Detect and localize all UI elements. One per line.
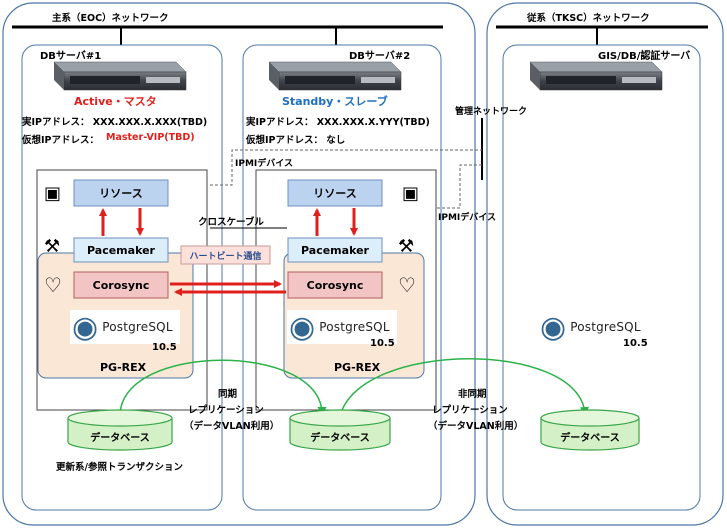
server1-pacemaker-label: Pacemaker xyxy=(87,243,155,257)
ipmi-line-left xyxy=(210,149,482,186)
server1-pg-version: 10.5 xyxy=(152,342,177,353)
heart-icon: ♡ xyxy=(398,273,416,297)
server1-corosync-box xyxy=(73,271,169,299)
server3-name: GIS/DB/認証サーバ xyxy=(598,51,691,62)
document-icon: ▣ xyxy=(44,183,62,204)
server3-pg-version: 10.5 xyxy=(623,338,648,349)
server1-corosync-label: Corosync xyxy=(92,278,150,292)
heartbeat-box xyxy=(180,245,271,265)
server1-postgresql-logo: ◉ PostgreSQL xyxy=(70,309,180,345)
sync-label-line1: 同期 xyxy=(218,389,238,400)
server2-database-label: データベース xyxy=(310,432,370,444)
server3-frame xyxy=(502,44,701,511)
wrench-icon: ⚒ xyxy=(44,236,61,257)
sub-network-label: 従系（TKSC）ネットワーク xyxy=(527,13,650,24)
async-label-line2: レプリケーション xyxy=(432,405,508,416)
server1-pgrex-label: PG-REX xyxy=(100,361,147,374)
ipmi-label-right: IPMIデバイス xyxy=(438,213,496,223)
main-network-frame xyxy=(2,2,476,526)
elephant-icon: ◉ xyxy=(72,309,99,345)
server3-rack-icon xyxy=(529,61,663,91)
server2-postgresql-logo: ◉ PostgreSQL xyxy=(287,309,397,345)
postgresql-logo-text: PostgreSQL xyxy=(570,320,641,334)
postgresql-logo-text: PostgreSQL xyxy=(319,320,390,334)
sync-label-line2: レプリケーション xyxy=(188,405,264,416)
server1-name: DBサーバ#1 xyxy=(40,51,102,62)
main-network-label: 主系（EOC）ネットワーク xyxy=(52,13,169,24)
server1-virtual-ip-value: Master-VIP(TBD) xyxy=(106,132,195,143)
management-network-label: 管理ネットワーク xyxy=(455,107,528,117)
server2-resource-label: リソース xyxy=(313,187,357,200)
async-replication-curve xyxy=(339,358,589,417)
server2-pacemaker-box xyxy=(287,237,383,263)
server3-postgresql-logo: ◉ PostgreSQL xyxy=(538,309,648,345)
server2-corosync-box xyxy=(287,271,383,299)
server1-real-ip: 実IPアドレス： XXX.XXX.X.XXX(TBD) xyxy=(22,117,208,128)
server2-pgrex-label: PG-REX xyxy=(334,361,381,374)
sync-label-line3: （データVLAN利用） xyxy=(184,421,280,432)
server1-virtual-ip-label: 仮想IPアドレス： xyxy=(22,135,99,146)
elephant-icon: ◉ xyxy=(289,309,316,345)
server3-database-label: データベース xyxy=(560,432,620,444)
sync-replication-curve xyxy=(119,359,327,417)
server1-pacemaker-box xyxy=(73,237,169,263)
server1-resource-box xyxy=(73,179,169,207)
server2-corosync-label: Corosync xyxy=(306,278,364,292)
server1-database-label: データベース xyxy=(90,432,150,444)
ipmi-line-right xyxy=(437,164,482,209)
server2-real-ip: 実IPアドレス： XXX.XXX.X.YYY(TBD) xyxy=(246,117,430,128)
sub-network-frame xyxy=(486,2,724,526)
server2-role: Standby・スレーブ xyxy=(282,95,388,108)
server1-rack-icon xyxy=(53,61,187,91)
ipmi-label-left: IPMIデバイス xyxy=(235,159,293,169)
server2-name: DBサーバ#2 xyxy=(349,51,411,62)
transaction-label: 更新系/参照トランザクション xyxy=(56,462,183,473)
server2-pg-version: 10.5 xyxy=(370,338,395,349)
elephant-icon: ◉ xyxy=(540,309,567,345)
heart-icon: ♡ xyxy=(44,273,62,297)
server2-resource-box xyxy=(287,179,383,207)
server2-virtual-ip: 仮想IPアドレス： なし xyxy=(246,135,346,146)
heartbeat-label: ハートビート通信 xyxy=(189,251,262,262)
server1-database-cylinder xyxy=(67,409,173,451)
server1-role: Active・マスタ xyxy=(74,95,157,108)
document-icon: ▣ xyxy=(402,183,420,204)
server1-resource-label: リソース xyxy=(99,187,143,200)
async-label-line3: （データVLAN利用） xyxy=(428,421,524,432)
server2-pacemaker-label: Pacemaker xyxy=(301,243,369,257)
cross-cable-label: クロスケーブル xyxy=(198,217,264,228)
server3-database-cylinder xyxy=(540,409,640,451)
async-label-line1: 非同期 xyxy=(458,389,487,400)
server2-database-cylinder xyxy=(289,409,391,451)
postgresql-logo-text: PostgreSQL xyxy=(102,320,173,334)
wrench-icon: ⚒ xyxy=(398,236,415,257)
server2-rack-icon xyxy=(268,61,402,91)
